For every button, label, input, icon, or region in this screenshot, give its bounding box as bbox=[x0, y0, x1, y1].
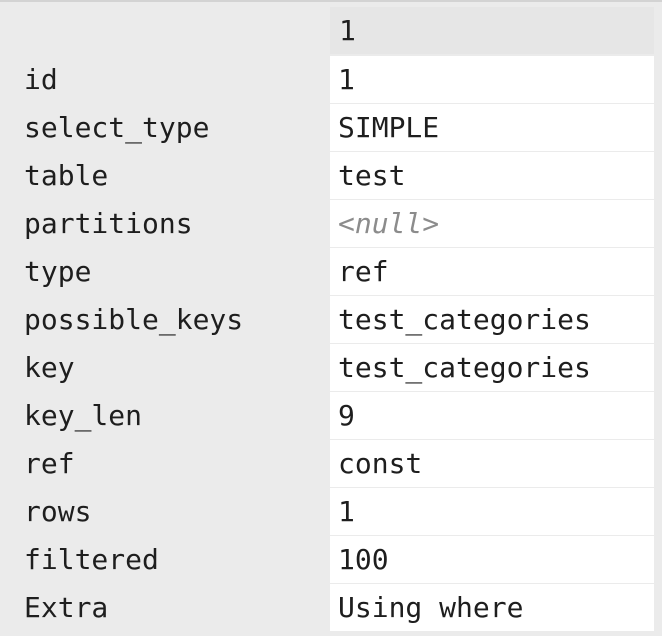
row-label[interactable]: type bbox=[0, 248, 328, 295]
table-row: type ref bbox=[0, 248, 662, 295]
table-row: ref const bbox=[0, 440, 662, 487]
row-value[interactable]: 9 bbox=[330, 392, 654, 439]
row-label[interactable]: partitions bbox=[0, 200, 328, 247]
row-value[interactable]: SIMPLE bbox=[330, 104, 654, 151]
row-value[interactable]: test_categories bbox=[330, 344, 654, 391]
table-row: key test_categories bbox=[0, 344, 662, 391]
table-row: Extra Using where bbox=[0, 584, 662, 631]
row-value[interactable]: test_categories bbox=[330, 296, 654, 343]
column-header-1[interactable]: 1 bbox=[330, 7, 654, 54]
row-value[interactable]: const bbox=[330, 440, 654, 487]
grid-right-edge bbox=[654, 2, 662, 636]
row-value[interactable]: 1 bbox=[330, 56, 654, 103]
row-label[interactable]: table bbox=[0, 152, 328, 199]
row-label[interactable]: key bbox=[0, 344, 328, 391]
row-value-null[interactable]: <null> bbox=[330, 200, 654, 247]
row-label[interactable]: Extra bbox=[0, 584, 328, 631]
table-row: possible_keys test_categories bbox=[0, 296, 662, 343]
row-label[interactable]: possible_keys bbox=[0, 296, 328, 343]
grid-header-row: 1 bbox=[0, 7, 662, 54]
row-value[interactable]: test bbox=[330, 152, 654, 199]
row-label[interactable]: select_type bbox=[0, 104, 328, 151]
row-label[interactable]: rows bbox=[0, 488, 328, 535]
table-row: select_type SIMPLE bbox=[0, 104, 662, 151]
table-row: table test bbox=[0, 152, 662, 199]
row-value[interactable]: 100 bbox=[330, 536, 654, 583]
row-value[interactable]: Using where bbox=[330, 584, 654, 631]
table-row: id 1 bbox=[0, 56, 662, 103]
row-value[interactable]: 1 bbox=[330, 488, 654, 535]
table-row: rows 1 bbox=[0, 488, 662, 535]
row-label[interactable]: ref bbox=[0, 440, 328, 487]
row-header-corner bbox=[0, 7, 328, 54]
table-row: key_len 9 bbox=[0, 392, 662, 439]
table-row: filtered 100 bbox=[0, 536, 662, 583]
table-row: partitions <null> bbox=[0, 200, 662, 247]
row-label[interactable]: key_len bbox=[0, 392, 328, 439]
row-label[interactable]: filtered bbox=[0, 536, 328, 583]
row-label[interactable]: id bbox=[0, 56, 328, 103]
row-value[interactable]: ref bbox=[330, 248, 654, 295]
